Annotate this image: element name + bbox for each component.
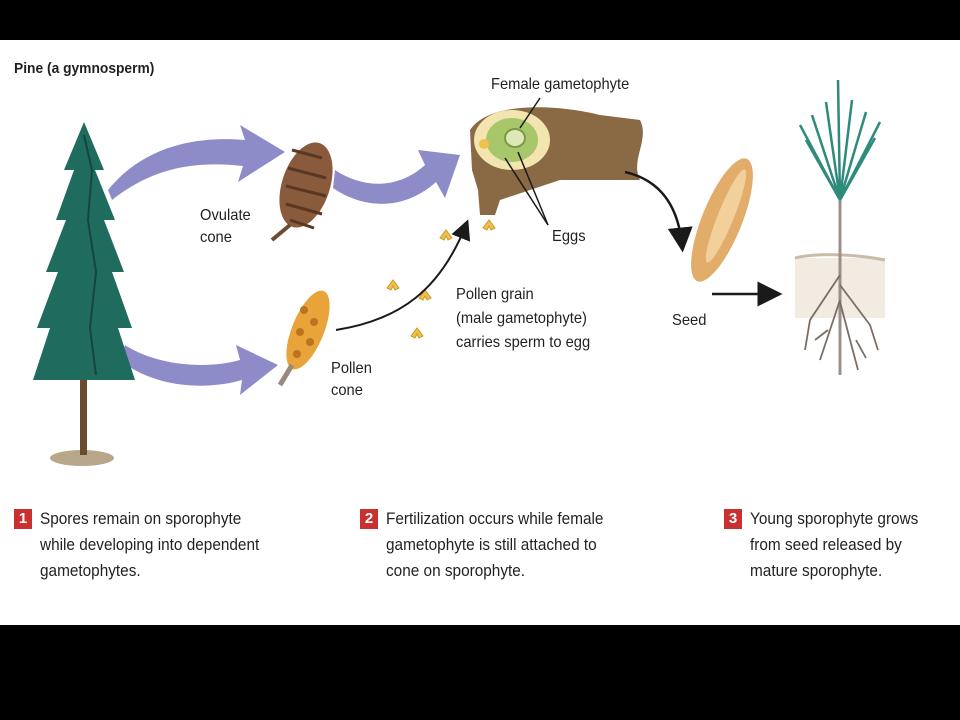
diagram-title: Pine (a gymnosperm) [14, 60, 155, 77]
step-3-number: 3 [724, 509, 742, 529]
step-3: 3 Young sporophyte grows from seed relea… [724, 506, 955, 584]
step-2-number: 2 [360, 509, 378, 529]
step-3-text: Young sporophyte grows from seed release… [750, 510, 919, 580]
seedling-icon [794, 79, 886, 375]
step-2-text: Fertilization occurs while female gameto… [386, 510, 604, 580]
pine-tree-icon [33, 122, 135, 466]
step-2: 2 Fertilization occurs while female game… [360, 506, 636, 584]
ovulate-cone-icon [270, 142, 333, 242]
pollen-grain-label: Pollen grain (male gametophyte) carries … [456, 286, 591, 351]
step-1: 1 Spores remain on sporophyte while deve… [14, 506, 290, 584]
pollen-grains-icon [386, 219, 496, 339]
pine-life-cycle-illustration [33, 79, 886, 466]
pollen-cone-icon [277, 290, 330, 387]
pollen-path-arrow [335, 219, 471, 331]
arrow-ovulate-to-gametophyte [333, 150, 460, 204]
step-1-text: Spores remain on sporophyte while develo… [40, 510, 260, 580]
seed-label: Seed [672, 312, 707, 329]
ovule-tissue-icon [470, 107, 643, 215]
arrow-tree-to-ovulate-cone [108, 125, 285, 200]
female-gametophyte-pointer [519, 97, 541, 129]
arrow-to-seed [624, 170, 693, 253]
eggs-pointer-2 [517, 151, 549, 226]
step-1-number: 1 [14, 509, 32, 529]
seed-icon [691, 158, 753, 282]
arrow-tree-to-pollen-cone [120, 345, 278, 395]
eggs-label: Eggs [552, 228, 586, 245]
female-gametophyte-label: Female gametophyte [491, 76, 630, 93]
pollen-cone-label: Pollen cone [331, 360, 372, 399]
ovulate-cone-label: Ovulate cone [200, 207, 251, 246]
diagram-panel: Pine (a gymnosperm) Ovulate cone Pollen … [0, 40, 960, 625]
eggs-pointer-1 [504, 157, 549, 226]
